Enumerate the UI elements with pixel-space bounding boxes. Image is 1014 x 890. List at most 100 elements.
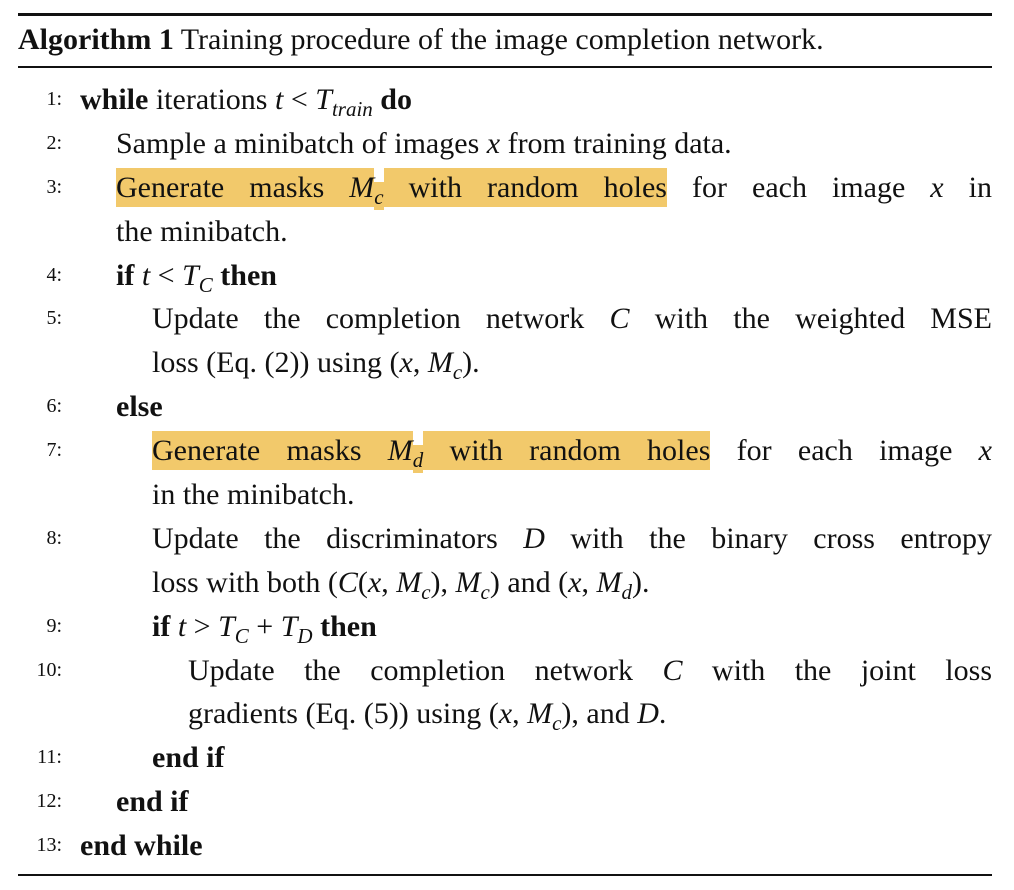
text-segment: ), and — [561, 697, 638, 731]
math-symbol: D — [297, 623, 313, 648]
line-text: Sample a minibatch of images x from trai… — [116, 122, 992, 166]
line-text: while iterations t < Ttrain do — [80, 78, 992, 125]
math-symbol: D — [637, 697, 659, 731]
line-number: 6: — [46, 395, 62, 418]
keyword: then — [220, 258, 277, 292]
text-segment: . — [658, 697, 667, 731]
math-symbol: d — [621, 579, 632, 604]
algorithm-line: 4:if t < TC then — [0, 254, 1014, 298]
text-segment: ) and ( — [489, 565, 569, 599]
line-number: 2: — [46, 131, 62, 154]
keyword: if — [116, 258, 135, 292]
algorithm-label: Algorithm 1 — [18, 23, 174, 56]
text-segment: gradients (Eq. (5)) using ( — [188, 697, 499, 731]
math-symbol: x — [486, 126, 501, 160]
text-segment: with the binary cross entropy — [544, 521, 992, 555]
line-number: 1: — [46, 88, 62, 110]
algorithm-line: the minibatch. — [0, 210, 1014, 254]
line-number: 3: — [46, 175, 62, 198]
text-segment: < — [283, 83, 316, 116]
keyword: end if — [116, 785, 189, 819]
highlighted-text: Generate masks — [152, 431, 388, 471]
algorithm-line: 2: Sample a minibatch of images x from tr… — [0, 122, 1014, 166]
highlighted-text: with random holes — [423, 431, 711, 471]
text-segment: < — [150, 258, 183, 292]
math-symbol: M — [527, 697, 553, 731]
text-segment — [170, 610, 178, 643]
keyword: do — [380, 83, 412, 116]
text-segment: ). — [462, 346, 480, 380]
highlighted-text: d — [412, 445, 424, 474]
line-number: 8: — [46, 526, 62, 549]
keyword: end while — [80, 829, 203, 863]
keyword: end if — [152, 741, 225, 775]
line-text: gradients (Eq. (5)) using (x, Mc), and D… — [188, 692, 992, 739]
math-symbol: x — [568, 565, 582, 599]
algorithm-line: loss with both (C(x, Mc), Mc) and (x, Md… — [0, 561, 1014, 605]
text-segment: for each image — [710, 434, 979, 468]
algorithm-line: 11: end if — [0, 736, 1014, 780]
math-symbol: x — [498, 697, 513, 731]
line-text: end if — [152, 736, 992, 780]
text-segment: Update the completion network — [188, 653, 663, 687]
algorithm-line: in the minibatch. — [0, 473, 1014, 517]
text-segment: for each image — [666, 170, 931, 204]
text-segment: , — [581, 565, 597, 599]
math-symbol: train — [331, 97, 373, 121]
math-symbol: c — [452, 360, 463, 385]
math-symbol: t — [177, 609, 187, 643]
text-segment — [313, 610, 321, 643]
algorithm-line: loss (Eq. (2)) using (x, Mc). — [0, 341, 1014, 385]
text-segment: loss (Eq. (2)) using ( — [152, 346, 400, 380]
line-text: else — [116, 385, 992, 429]
line-text: loss (Eq. (2)) using (x, Mc). — [152, 341, 992, 388]
text-segment: with the joint loss — [682, 653, 992, 687]
text-segment: Update the completion network — [152, 302, 610, 336]
text-segment: , — [412, 346, 428, 380]
line-number: 11: — [37, 746, 62, 769]
text-segment: , — [381, 565, 397, 599]
text-segment: with the weighted MSE — [629, 302, 992, 336]
line-text: end while — [80, 824, 992, 868]
math-symbol: x — [978, 434, 992, 468]
algorithm-line: 5:Update the completion network C with t… — [0, 297, 1014, 341]
math-symbol: c — [421, 579, 431, 604]
text-segment: in the minibatch. — [152, 478, 355, 512]
algorithm-caption: Algorithm 1 Training procedure of the im… — [18, 22, 992, 58]
keyword: then — [320, 609, 377, 643]
line-text: Generate masks Md with random holes for … — [152, 429, 992, 474]
algorithm-line: 13: end while — [0, 824, 1014, 868]
text-segment: ), — [430, 565, 456, 599]
line-number: 4: — [46, 263, 62, 286]
math-symbol: M — [396, 565, 422, 599]
text-segment: Update the discriminators — [152, 521, 524, 555]
line-number: 13: — [36, 834, 62, 857]
algorithm-title: Training procedure of the image completi… — [173, 23, 824, 56]
line-text: in the minibatch. — [152, 473, 992, 517]
math-symbol: T — [315, 83, 332, 116]
bottom-rule — [18, 874, 992, 876]
highlighted-text: Generate masks — [116, 167, 350, 207]
line-text: Update the discriminators D with the bin… — [152, 517, 992, 561]
text-segment: the minibatch. — [116, 214, 288, 248]
line-text: Update the completion network C with the… — [152, 297, 992, 341]
math-symbol: x — [399, 346, 413, 380]
text-segment: Sample a minibatch of images — [116, 126, 487, 160]
highlighted-text: with random holes — [383, 167, 667, 207]
algorithm-line: 10:Update the completion network C with … — [0, 649, 1014, 693]
math-symbol: D — [523, 521, 545, 555]
algorithm-line: 7:Generate masks Md with random holes fo… — [0, 429, 1014, 474]
text-segment: , — [512, 697, 528, 731]
top-rule — [18, 13, 992, 16]
algorithm-line: 12:end if — [0, 780, 1014, 824]
algorithm-line: 9:if t > TC + TD then — [0, 605, 1014, 649]
text-segment: + — [248, 609, 281, 643]
algorithm-line: 3:Generate masks Mc with random holes fo… — [0, 166, 1014, 210]
line-text: loss with both (C(x, Mc), Mc) and (x, Md… — [152, 561, 992, 608]
math-symbol: C — [198, 272, 213, 297]
text-segment: from training data. — [500, 126, 732, 160]
math-symbol: T — [218, 609, 235, 643]
math-symbol: M — [596, 565, 622, 599]
keyword: if — [152, 609, 171, 643]
keyword: while — [80, 83, 149, 116]
